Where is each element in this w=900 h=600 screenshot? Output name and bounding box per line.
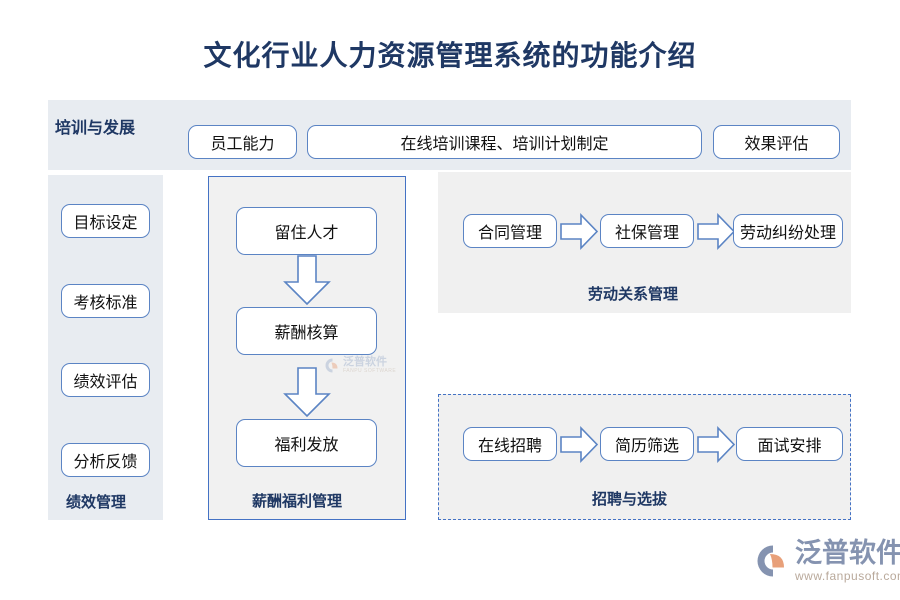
node-employee-capability[interactable]: 员工能力 (188, 125, 297, 159)
labor-relations-section-label: 劳动关系管理 (588, 286, 679, 303)
watermark-url: FANPU SOFTWARE (343, 368, 397, 374)
arrow-down-retain-to-payroll (283, 255, 331, 306)
node-retain-talent[interactable]: 留住人才 (236, 207, 377, 255)
node-interview-arrangement[interactable]: 面试安排 (736, 427, 843, 461)
node-assessment-standard[interactable]: 考核标准 (61, 284, 150, 318)
arrow-right-recruitment-to-resume-screening (560, 426, 599, 463)
node-online-training-courses-and-plan[interactable]: 在线培训课程、培训计划制定 (307, 125, 702, 159)
node-analysis-feedback[interactable]: 分析反馈 (61, 443, 150, 477)
center-watermark: 泛普软件 FANPU SOFTWARE (325, 357, 396, 374)
node-contract-management[interactable]: 合同管理 (463, 214, 557, 248)
node-online-recruitment[interactable]: 在线招聘 (463, 427, 557, 461)
watermark-name: 泛普软件 (343, 356, 387, 368)
performance-section-label: 绩效管理 (66, 494, 127, 511)
fanpu-logo: 泛普软件 www.fanpusoft.com (756, 540, 900, 582)
node-payroll-accounting[interactable]: 薪酬核算 (236, 307, 377, 355)
fanpu-logo-icon-small (325, 358, 340, 373)
node-labor-dispute-handling[interactable]: 劳动纠纷处理 (733, 214, 843, 248)
node-performance-evaluation[interactable]: 绩效评估 (61, 363, 150, 397)
compensation-section-label: 薪酬福利管理 (252, 493, 343, 510)
logo-name: 泛普软件 (795, 538, 900, 568)
node-effect-evaluation[interactable]: 效果评估 (713, 125, 840, 159)
node-social-insurance-management[interactable]: 社保管理 (600, 214, 694, 248)
node-goal-setting[interactable]: 目标设定 (61, 204, 150, 238)
node-resume-screening[interactable]: 简历筛选 (600, 427, 694, 461)
recruitment-section-label: 招聘与选拔 (592, 491, 668, 508)
arrow-right-social-insurance-to-dispute (697, 213, 736, 250)
arrow-right-resume-screening-to-interview (697, 426, 736, 463)
arrow-down-payroll-to-benefits (283, 367, 331, 418)
node-benefits-distribution[interactable]: 福利发放 (236, 419, 377, 467)
logo-url: www.fanpusoft.com (795, 569, 900, 583)
page-title: 文化行业人力资源管理系统的功能介绍 (203, 41, 697, 72)
fanpu-logo-icon (756, 544, 790, 578)
training-section-label: 培训与发展 (55, 120, 136, 137)
arrow-right-contract-to-social-insurance (560, 213, 599, 250)
